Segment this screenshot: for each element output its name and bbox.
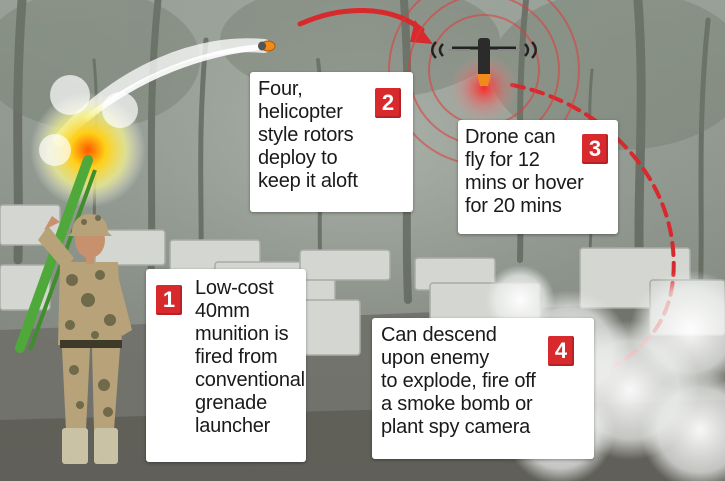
step-number-badge: 1 — [156, 285, 182, 315]
step-number-badge: 3 — [582, 134, 608, 164]
step-description: Drone can fly for 12 mins or hover for 2… — [465, 126, 584, 217]
step-2-callout: 2 Four, helicopter style rotors deploy t… — [250, 72, 413, 212]
step-3-callout: 3 Drone can fly for 12 mins or hover for… — [458, 120, 618, 234]
step-1-callout: 1 Low-cost 40mm munition is fired from c… — [146, 269, 306, 462]
step-number-badge: 2 — [375, 88, 401, 118]
step-description: Four, helicopter style rotors deploy to … — [258, 78, 358, 192]
step-description: Can descend upon enemy to explode, fire … — [381, 324, 536, 438]
step-number-badge: 4 — [548, 336, 574, 366]
step-4-callout: 4 Can descend upon enemy to explode, fir… — [372, 318, 594, 459]
step-description: Low-cost 40mm munition is fired from con… — [195, 277, 305, 437]
